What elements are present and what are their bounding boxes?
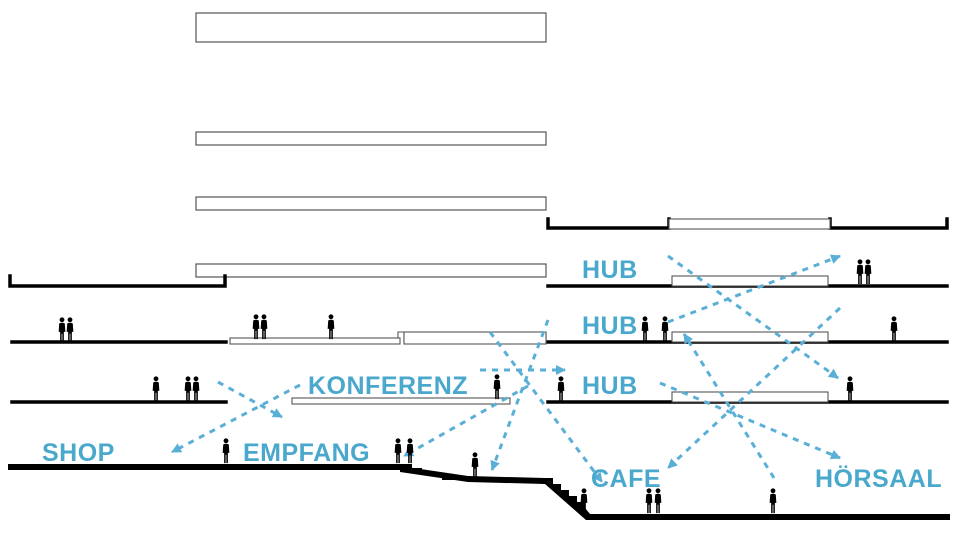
arrow-to-cafe	[666, 306, 842, 470]
arrow-hub-to-hoersaal	[659, 381, 841, 460]
slab-top	[195, 12, 547, 43]
person-icon	[890, 316, 898, 342]
person-icon	[252, 314, 260, 340]
person-icon	[661, 316, 669, 342]
person-icon	[846, 376, 854, 402]
label-cafe: CAFE	[591, 465, 661, 493]
person-icon	[58, 317, 66, 343]
floor-left-upper	[8, 274, 227, 288]
konferenz-slab	[291, 397, 511, 405]
arrow-to-stair	[490, 319, 550, 471]
terrace-2	[545, 478, 950, 520]
label-hub-top: HUB	[582, 256, 638, 284]
arrow-hub-top-down	[667, 254, 839, 380]
circulation-arrows	[171, 254, 842, 483]
terrace-wedge-1	[400, 466, 545, 484]
arrow-hub-to-upper	[667, 254, 841, 324]
slab-level-3	[195, 196, 547, 211]
slab-level-2	[195, 263, 547, 278]
person-icon	[493, 374, 501, 400]
person-icon	[769, 488, 777, 514]
person-icon	[394, 438, 402, 464]
person-icon	[152, 376, 160, 402]
person-icon	[184, 376, 192, 402]
person-icon	[192, 376, 200, 402]
label-hoersaal: HÖRSAAL	[815, 464, 942, 493]
hub-top-box	[671, 275, 829, 287]
middle-slab-low	[229, 337, 401, 345]
person-icon	[471, 452, 479, 478]
hub-middle-box	[671, 331, 829, 343]
person-icon	[406, 438, 414, 464]
person-icon	[864, 259, 872, 285]
arrow-hub-to-cafe	[488, 331, 604, 483]
arrow-to-shop	[171, 383, 301, 454]
label-hub-lower: HUB	[582, 372, 638, 400]
label-shop: SHOP	[42, 439, 115, 467]
arrow-ground-up	[682, 333, 776, 479]
label-empfang: EMPFANG	[243, 439, 370, 467]
upper-slabs	[195, 12, 547, 278]
person-icon	[66, 317, 74, 343]
floor-structure	[8, 217, 949, 404]
ground-left	[8, 462, 400, 470]
person-icon	[856, 259, 864, 285]
person-icon	[222, 438, 230, 464]
slab-level-4	[195, 131, 547, 146]
ground-structure	[8, 462, 950, 520]
label-konferenz: KONFERENZ	[308, 372, 468, 400]
person-icon	[557, 376, 565, 402]
space-labels: SHOP EMPFANG KONFERENZ HUB HUB HUB CAFE …	[42, 256, 942, 493]
middle-slab-high	[403, 331, 547, 345]
roof-right-2	[828, 217, 949, 230]
arrow-to-empfang	[217, 380, 283, 419]
roof-box	[668, 218, 831, 230]
person-icon	[641, 316, 649, 342]
roof-right	[546, 217, 671, 230]
label-hub-middle: HUB	[582, 312, 638, 340]
person-icon	[260, 314, 268, 340]
